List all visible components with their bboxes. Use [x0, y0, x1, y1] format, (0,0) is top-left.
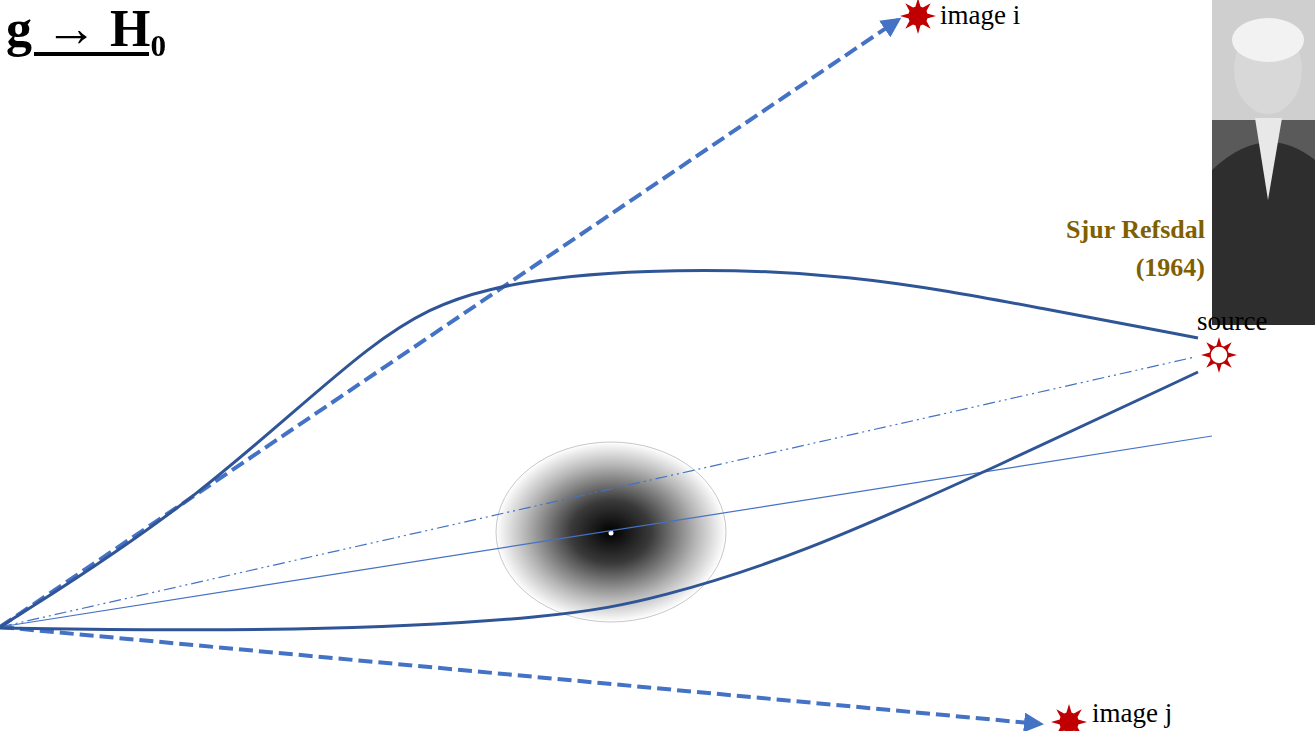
- light-ray: [0, 271, 1198, 627]
- image-star: [1051, 704, 1087, 731]
- lens-mass: [496, 442, 726, 622]
- optical-axis: [0, 436, 1212, 627]
- image-star: [900, 0, 936, 34]
- portrait-photo: [1212, 0, 1315, 325]
- apparent-ray-i: [0, 20, 898, 627]
- author-year: (1964): [1136, 254, 1205, 283]
- image-label: image i: [940, 1, 1020, 31]
- source-star: [1201, 337, 1237, 373]
- source-label: source: [1197, 307, 1267, 337]
- light-ray: [0, 372, 1198, 630]
- apparent-ray-j: [0, 627, 1040, 724]
- author-name: Sjur Refsdal: [1066, 216, 1205, 245]
- true-direction-line: [0, 357, 1195, 627]
- image-label: image j: [1092, 699, 1172, 729]
- slide-title: g → H₀: [6, 0, 166, 57]
